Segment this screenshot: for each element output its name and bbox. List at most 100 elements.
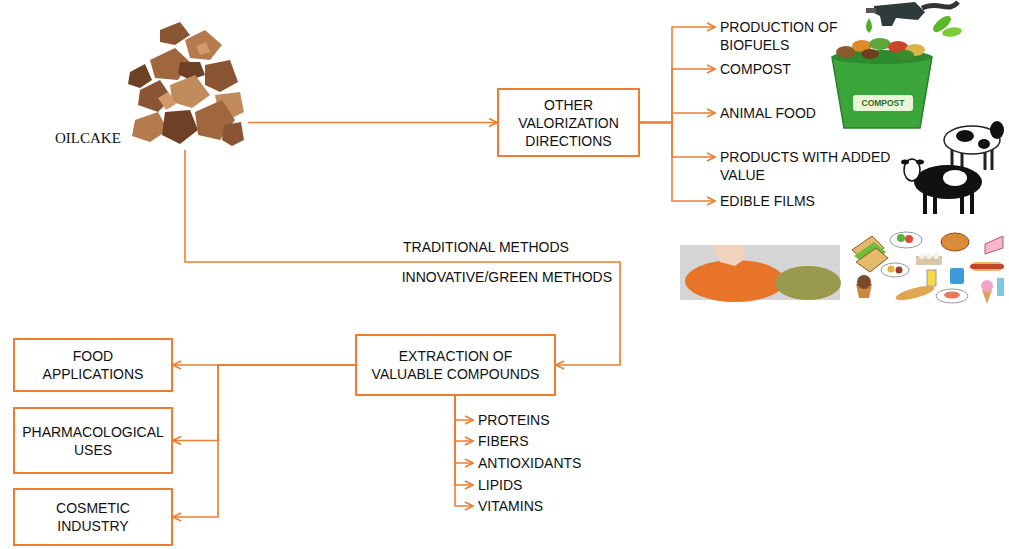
output-item: PRODUCTION OF BIOFUELS	[715, 18, 857, 54]
orange-film	[685, 260, 785, 302]
cows-image	[901, 121, 1004, 214]
cow-leg	[923, 192, 927, 214]
connector-arrow	[455, 396, 473, 441]
oilcake-chunk	[132, 112, 168, 142]
oilcake-chunk	[170, 75, 210, 108]
output-item: COMPOST	[715, 60, 794, 78]
cow-ear	[916, 160, 924, 165]
application-box: PHARMACOLOGICAL USES	[13, 407, 173, 474]
source-image: OILCAKE	[48, 15, 248, 150]
plate	[936, 289, 968, 303]
cow-body	[914, 165, 982, 199]
fuel-pump-icon	[866, 2, 963, 38]
green-film	[775, 266, 841, 300]
oilcake-chunk	[158, 92, 176, 110]
compound-item: ANTIOXIDANTS	[473, 454, 584, 472]
connector-arrow	[185, 150, 620, 365]
drink	[997, 278, 1004, 296]
application-box: COSMETIC INDUSTRY	[13, 488, 173, 546]
compound-item: FIBERS	[473, 432, 532, 450]
node-label: EDIBLE FILMS	[720, 192, 815, 210]
compound-item: PROTEINS	[473, 411, 553, 429]
node-label: COMPOST	[720, 60, 791, 78]
connector-arrow	[173, 365, 355, 441]
bucket-label: COMPOST	[853, 97, 913, 111]
process-box: OTHER VALORIZATION DIRECTIONS	[497, 88, 640, 157]
node-label: EXTRACTION OF VALUABLE COMPOUNDS	[368, 347, 543, 383]
food-scrap	[861, 49, 879, 59]
cow-head	[990, 121, 1004, 139]
roast-chicken	[941, 233, 969, 251]
cow-patch	[978, 139, 990, 149]
compound-item: LIPIDS	[473, 476, 525, 494]
connector-arrow	[455, 396, 473, 420]
ice-cream	[982, 290, 992, 304]
fish	[944, 292, 960, 299]
mug	[950, 268, 964, 284]
output-item: PRODUCTS WITH ADDED VALUE	[715, 148, 907, 184]
connector-arrow	[248, 122, 497, 124]
compost-bucket	[832, 38, 932, 128]
connector-group	[173, 27, 715, 517]
oilcake-chunk	[128, 64, 152, 88]
bucket-body	[832, 57, 932, 128]
plate	[890, 232, 922, 248]
cow-leg	[970, 192, 974, 214]
bucket-label-patch	[853, 95, 913, 111]
connector-arrow	[455, 396, 473, 485]
juice-glass	[927, 270, 936, 286]
hot-dog	[970, 264, 1004, 269]
connector-arrow	[640, 123, 715, 158]
fuel-nozzle	[874, 2, 925, 26]
leaf	[941, 26, 962, 38]
hand	[712, 245, 746, 266]
connector-arrow	[173, 365, 355, 517]
compound-item: VITAMINS	[473, 497, 546, 515]
food	[888, 266, 895, 273]
food-scrap	[869, 38, 891, 50]
cake	[985, 236, 1003, 254]
connector-arrow	[640, 113, 715, 123]
connector-arrow	[640, 69, 715, 123]
node-label: VITAMINS	[478, 497, 543, 515]
food-scrap	[896, 50, 914, 60]
oilcake-chunk	[162, 110, 198, 144]
food	[896, 267, 903, 274]
node-label: PHARMACOLOGICAL USES	[21, 423, 165, 459]
output-item: EDIBLE FILMS	[715, 192, 818, 210]
node-label: ANTIOXIDANTS	[478, 454, 581, 472]
food-clipart	[852, 232, 1004, 304]
node-label: FIBERS	[478, 432, 529, 450]
oilcake-image	[128, 22, 244, 146]
fuel-spout	[866, 8, 876, 13]
node-label: ANIMAL FOOD	[720, 104, 816, 122]
salad	[897, 234, 905, 242]
ice-cream	[981, 280, 993, 292]
node-label: OILCAKE	[55, 129, 121, 147]
oilcake-chunk	[205, 60, 238, 92]
edge-label: TRADITIONAL METHODS	[403, 238, 569, 256]
oilcake-chunk	[185, 30, 222, 60]
cow-leg	[991, 148, 994, 170]
node-label: OTHER VALORIZATION DIRECTIONS	[508, 96, 630, 150]
output-item: ANIMAL FOOD	[715, 104, 819, 122]
fuel-hose	[922, 2, 958, 8]
edible-film-photo	[680, 245, 841, 302]
node-label: COSMETIC INDUSTRY	[33, 499, 153, 535]
connector-arrow	[455, 396, 473, 506]
salad	[905, 235, 913, 243]
plate	[881, 263, 909, 277]
egg	[926, 253, 932, 259]
node-label: LIPIDS	[478, 476, 522, 494]
baguette	[894, 283, 935, 303]
cow-ear	[901, 160, 909, 165]
method-label: INNOVATIVE/GREEN METHODS	[402, 268, 612, 286]
node-label: PRODUCTS WITH ADDED VALUE	[720, 148, 904, 184]
egg	[919, 253, 925, 259]
egg	[933, 253, 939, 259]
oilcake-chunk	[222, 122, 244, 146]
node-label: FOOD APPLICATIONS	[33, 347, 153, 383]
fuel-drop	[866, 18, 872, 33]
